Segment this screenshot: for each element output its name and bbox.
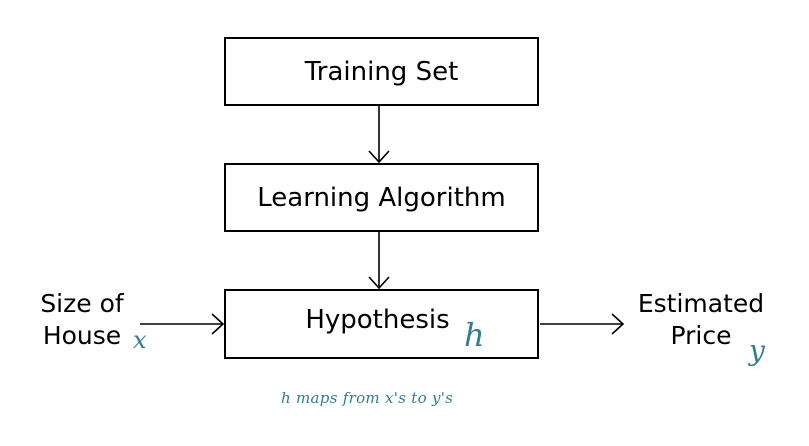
output-label-line2: Price: [670, 321, 732, 350]
learning-algorithm-box: Learning Algorithm: [224, 163, 539, 232]
input-label: Size of House: [28, 288, 136, 352]
input-label-line1: Size of: [40, 289, 124, 318]
input-label-line2: House: [42, 321, 122, 350]
hypothesis-box: Hypothesis: [224, 289, 539, 359]
arrow-learning-to-hypothesis: [368, 232, 390, 290]
hypothesis-variable-h: h: [464, 316, 485, 354]
input-variable-x: x: [133, 326, 147, 354]
training-set-label: Training Set: [304, 56, 459, 87]
arrow-training-to-learning: [368, 106, 390, 164]
learning-algorithm-label: Learning Algorithm: [257, 182, 506, 213]
diagram-caption: h maps from x's to y's: [281, 389, 454, 407]
hypothesis-label: Hypothesis: [305, 305, 450, 335]
output-variable-y: y: [749, 334, 765, 367]
arrow-hypothesis-to-output: [540, 313, 625, 335]
arrow-input-to-hypothesis: [140, 313, 225, 335]
output-label-line1: Estimated: [637, 289, 765, 318]
output-label: Estimated Price: [626, 288, 776, 352]
training-set-box: Training Set: [224, 37, 539, 106]
